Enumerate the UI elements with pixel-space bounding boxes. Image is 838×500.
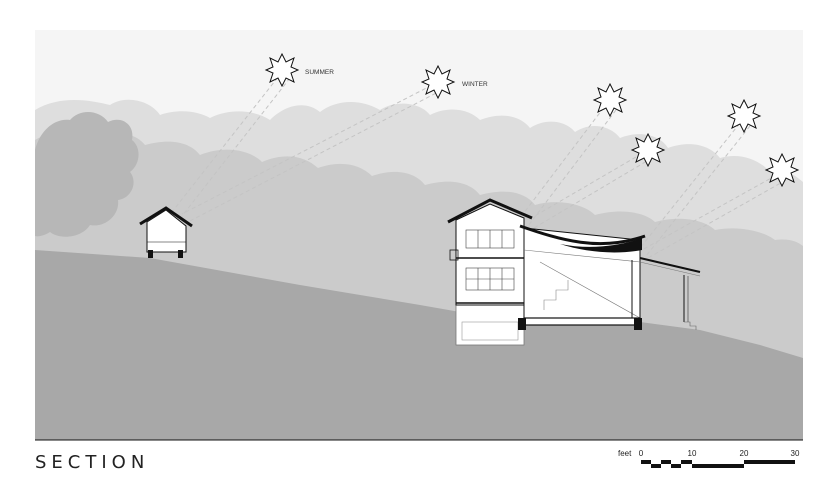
scale-tick-10: 10: [688, 449, 697, 458]
winter-label: WINTER: [462, 81, 488, 88]
scale-bar: feet 0 10 20 30: [618, 449, 800, 468]
shed: [139, 206, 193, 258]
sun-winter-icon: [420, 64, 456, 100]
scale-tick-0: 0: [639, 449, 644, 458]
main-house: [447, 198, 701, 346]
scale-tick-20: 20: [740, 449, 749, 458]
section-title: SECTION: [35, 452, 150, 473]
sun-rays: [171, 71, 787, 259]
sun-icon: [764, 152, 800, 188]
ground: [35, 250, 803, 440]
scale-tick-30: 30: [791, 449, 800, 458]
sun-icon: [592, 82, 628, 118]
scale-unit: feet: [618, 449, 632, 458]
summer-label: SUMMER: [305, 69, 334, 76]
sun-icon: [630, 132, 666, 168]
sun-icon: [726, 98, 762, 134]
tree-left: [35, 111, 139, 237]
sun-summer-icon: [264, 52, 300, 88]
